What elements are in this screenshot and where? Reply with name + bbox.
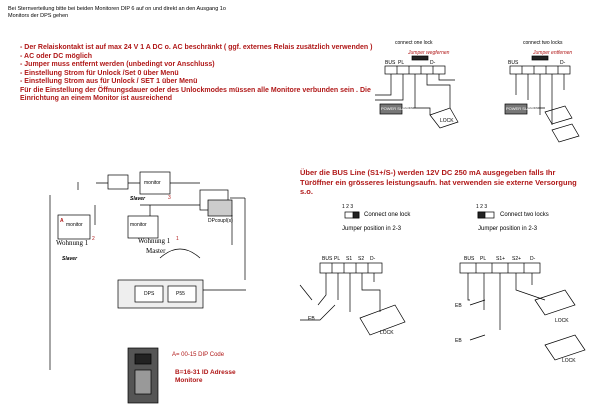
note-4: - Einstellung Strom für Unlock /Set 0 üb… bbox=[20, 69, 179, 77]
br2-terminal-pl: PL bbox=[480, 256, 487, 262]
adapter-label: DPcoupl(s) bbox=[208, 218, 233, 224]
lock-label-bottom-right-2: LOCK bbox=[562, 358, 576, 364]
lock-label-top-left: LOCK bbox=[440, 118, 454, 124]
a-label-left: A bbox=[60, 218, 64, 224]
tr-terminal-bus: BUS bbox=[385, 60, 396, 66]
jumper-numbers-left: 1 2 3 bbox=[342, 204, 354, 210]
bus-line-note: Über die BUS Line (S1+/S-) werden 12V DC… bbox=[300, 168, 577, 196]
wohnung1-slave-label: Wohnung 1 bbox=[56, 239, 89, 247]
note-2: - AC oder DC möglich bbox=[20, 52, 93, 60]
installation-notes: - Der Relaiskontakt ist auf max 24 V 1 A… bbox=[20, 44, 380, 104]
br-terminal-s2: S2 bbox=[358, 256, 365, 262]
jumper-position-left: Jumper position in 2-3 bbox=[342, 226, 402, 232]
wohnung1-master-label: Wohnung 1 bbox=[138, 237, 171, 245]
lock-label-bottom-right-1: LOCK bbox=[555, 318, 569, 324]
master-label: Master bbox=[146, 247, 166, 255]
br2-terminal-d: D- bbox=[530, 256, 536, 262]
note-6: Für die Einstellung der Öffnungsdauer od… bbox=[20, 86, 371, 103]
id-address-note: B=16-31 ID Adresse Monitore bbox=[175, 369, 236, 385]
id-address-line2: Monitore bbox=[175, 377, 203, 384]
tr2-terminal-d: D- bbox=[560, 60, 566, 66]
connect-one-lock-label: Connect one lock bbox=[364, 212, 411, 218]
connect-two-locks-title: connect two locks bbox=[523, 40, 563, 46]
num-2: 2 bbox=[92, 236, 95, 242]
connect-two-locks-label: Connect two locks bbox=[500, 212, 549, 218]
power-supply-right: POWER SUPPLY bbox=[506, 106, 538, 111]
br-terminal-pl: PL bbox=[334, 256, 341, 262]
psu-label: P55 bbox=[176, 291, 185, 297]
tr2-terminal-bus: BUS bbox=[508, 60, 519, 66]
jumper-remove-left: Jumper wegfernen bbox=[408, 50, 450, 56]
br2-terminal-s1: S1+ bbox=[496, 256, 506, 262]
br-terminal-bus: BUS bbox=[322, 256, 333, 262]
lock-label-bottom-left: LOCK bbox=[380, 330, 394, 336]
note-5: - Einstellung Strom aus für Unlock / SET… bbox=[20, 78, 198, 85]
jumper-position-right: Jumper position in 2-3 bbox=[478, 226, 538, 232]
tr-terminal-d: D- bbox=[430, 60, 436, 66]
jumper-remove-right: Jumper entfernen bbox=[533, 50, 573, 56]
note-3: - Jumper muss entfernt werden (unbedingt… bbox=[20, 61, 215, 68]
slave-label-top: Slaver bbox=[130, 196, 146, 202]
monitor-label-right: monitor bbox=[130, 222, 147, 228]
num-3: 3 bbox=[168, 195, 171, 201]
tr-terminal-pl: PL bbox=[398, 60, 405, 66]
dps-label: DPS bbox=[144, 291, 155, 297]
connect-one-lock-title: connect one lock bbox=[395, 40, 433, 46]
monitor-label-left: monitor bbox=[66, 222, 83, 228]
top-note: Bei Sternverteilung bitte bei beiden Mon… bbox=[8, 6, 226, 19]
br-terminal-d: D- bbox=[370, 256, 376, 262]
br-terminal-s1: S1 bbox=[346, 256, 353, 262]
slave-label-bottom: Slaver bbox=[62, 256, 78, 262]
power-supply-left: POWER SUPPLY bbox=[381, 106, 413, 111]
note-1: - Der Relaiskontakt ist auf max 24 V 1 A… bbox=[20, 44, 373, 51]
br2-terminal-bus: BUS bbox=[464, 256, 475, 262]
num-1: 1 bbox=[176, 236, 179, 242]
dip-code-note: A= 00-15 DIP Code bbox=[172, 352, 225, 358]
id-address-line1: B=16-31 ID Adresse bbox=[175, 369, 236, 376]
br2-terminal-s2: S2+ bbox=[512, 256, 522, 262]
eb-label-right-2: EB bbox=[455, 338, 462, 344]
eb-label-left: EB bbox=[308, 316, 315, 322]
jumper-numbers-right: 1 2 3 bbox=[476, 204, 488, 210]
eb-label-right-1: EB bbox=[455, 303, 462, 309]
monitor-label-top: monitor bbox=[144, 180, 161, 186]
